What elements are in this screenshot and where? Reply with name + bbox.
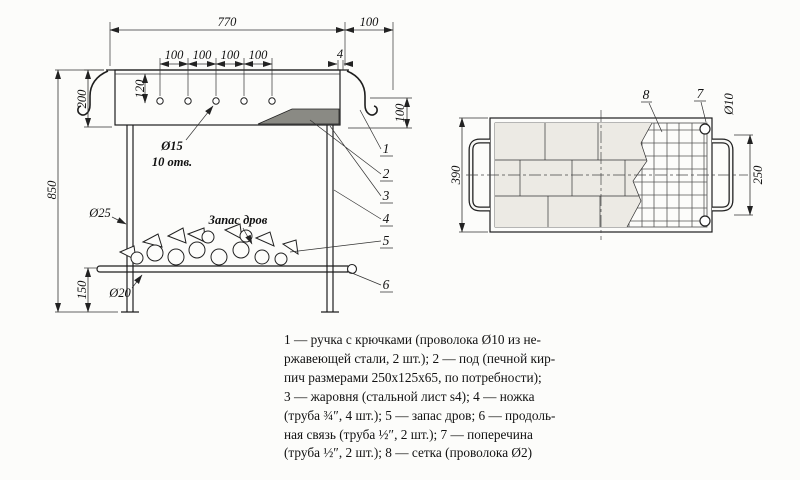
tray-body (114, 69, 341, 126)
top-view: 390 250 Ø10 8 7 (449, 86, 765, 240)
dim-100c-text: 100 (221, 48, 241, 62)
dim-100-right-text: 100 (393, 103, 407, 123)
left-leg (126, 125, 134, 312)
callout-4: 4 (383, 211, 390, 226)
hearth-bricks-section (257, 108, 340, 125)
legend-line-3: пич размерами 250х125х65, по потребности… (284, 369, 542, 385)
firewood-text: Запас дров (208, 213, 268, 227)
dim-100-right: 100 (348, 97, 412, 129)
rail-pipe-end (346, 263, 358, 275)
right-hook-handle (346, 70, 378, 116)
top-callouts: 8 7 (641, 86, 707, 133)
dim-100d-text: 100 (249, 48, 269, 62)
crossbar-end-bottom (699, 215, 711, 227)
dim-100a-text: 100 (165, 48, 185, 62)
dim-390: 390 (449, 117, 488, 233)
dim-4-text: 4 (337, 47, 343, 61)
dim-120-text: 120 (133, 79, 147, 99)
legend-line-6: ная связь (труба ½″, 2 шт.); 7 — попереч… (284, 426, 533, 442)
vent-holes (156, 97, 276, 105)
dim-390-text: 390 (449, 165, 463, 186)
dim-hole-spacing: 100 100 100 100 (159, 48, 273, 96)
dim-850-text: 850 (45, 180, 59, 200)
dim-200: 200 (75, 69, 112, 128)
callout-8: 8 (643, 87, 650, 102)
dim-250-text: 250 (751, 165, 765, 185)
front-view: 770 100 100 100 100 100 4 (45, 15, 412, 313)
legend: 1 — ручка с крючками (проволока Ø10 из н… (284, 331, 618, 463)
dim-100-top: 100 (344, 15, 394, 90)
dia25-text: Ø25 (88, 206, 111, 220)
dim-770: 770 (109, 15, 346, 66)
legend-line-4: 3 — жаровня (стальной лист s4); 4 — ножк… (284, 388, 535, 404)
crossbar-end-top (699, 123, 711, 135)
legs (121, 125, 339, 313)
label-dia20: Ø20 (108, 274, 143, 300)
dim-150-text: 150 (75, 280, 89, 300)
callout-6: 6 (383, 277, 390, 292)
callout-5: 5 (383, 233, 390, 248)
callout-3: 3 (382, 188, 390, 203)
legend-line-2: ржавеющей стали, 2 шт.); 2 — под (печной… (284, 350, 556, 366)
holes-count-text: 10 отв. (152, 155, 192, 169)
right-handle-inner (712, 139, 733, 211)
brazier-tray (77, 69, 378, 126)
dim-100b-text: 100 (193, 48, 213, 62)
label-dia15: Ø15 10 отв. (152, 105, 214, 169)
legend-line-7: (труба ½″, 2 шт.); 8 — сетка (проволока … (284, 445, 533, 461)
dim-120: 120 (133, 73, 148, 104)
dim-250: 250 (734, 134, 765, 216)
legend-line-1: 1 — ручка с крючками (проволока Ø10 из н… (284, 332, 541, 347)
dim-150: 150 (75, 267, 98, 313)
front-callouts: 1 2 3 4 5 6 (289, 109, 393, 293)
legend-line-5: (труба ¾″, 4 шт.); 5 — запас дров; 6 — п… (284, 407, 556, 423)
label-firewood: Запас дров (208, 213, 268, 245)
dim-200-text: 200 (75, 89, 89, 109)
label-dia25: Ø25 (88, 206, 127, 225)
dim-4: 4 (328, 47, 353, 70)
dim-100-top-text: 100 (360, 15, 380, 29)
right-leg (326, 125, 334, 312)
break-line (626, 122, 653, 228)
dia15-text: Ø15 (160, 139, 183, 153)
dia20-text: Ø20 (108, 286, 131, 300)
callout-7: 7 (697, 86, 705, 101)
firewood-pile (118, 223, 299, 266)
dia10-text: Ø10 (722, 92, 736, 115)
lower-rail (96, 263, 358, 275)
callout-2: 2 (383, 166, 390, 181)
callout-1: 1 (383, 141, 390, 156)
dim-770-text: 770 (218, 15, 238, 29)
